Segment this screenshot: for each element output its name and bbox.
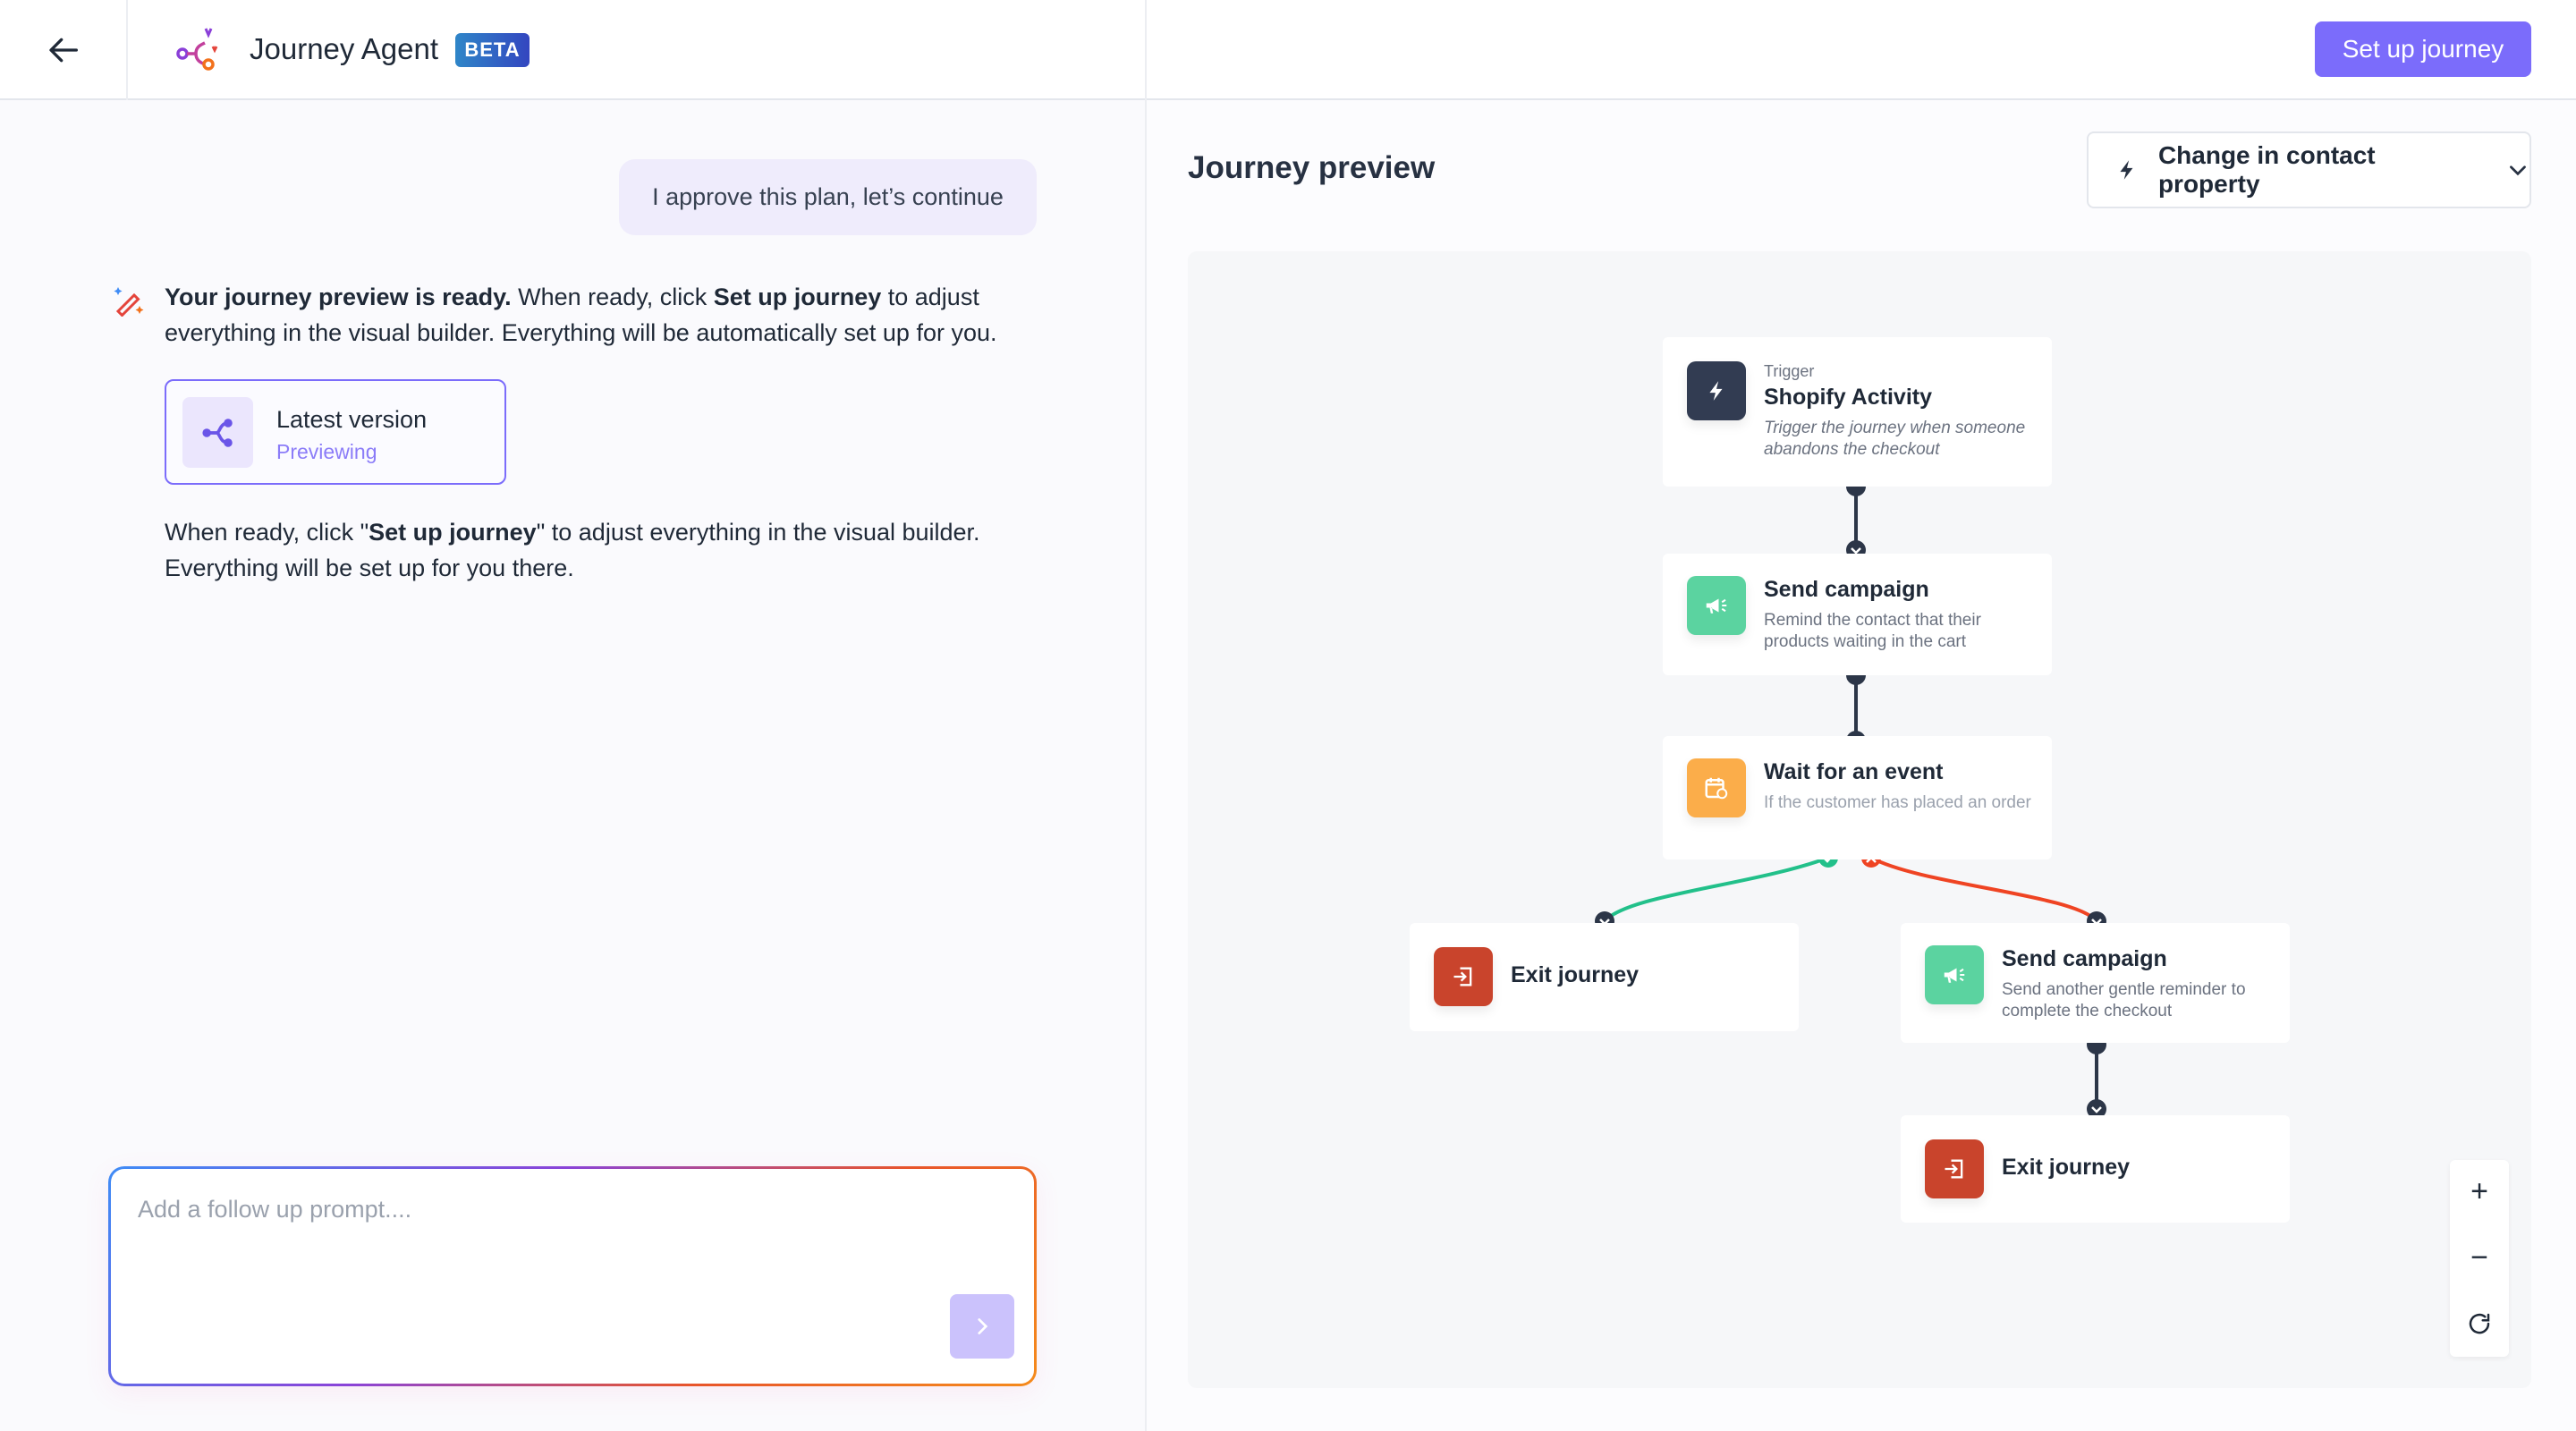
latest-version-card[interactable]: Latest version Previewing <box>165 379 506 485</box>
node-send-campaign-2[interactable]: Send campaign Send another gentle remind… <box>1901 923 2290 1043</box>
refresh-icon <box>2469 1313 2490 1334</box>
ai-message-setup-ref: Set up journey <box>713 284 882 310</box>
node-desc: Send another gentle reminder to complete… <box>2002 980 2246 1020</box>
reset-view-button[interactable] <box>2450 1294 2509 1353</box>
node-desc: If the customer has placed an order <box>1764 793 2031 812</box>
chevron-right-icon <box>978 1318 988 1334</box>
ai-message-text: to adjust everything in the visual build… <box>165 284 997 346</box>
back-button[interactable] <box>47 32 82 72</box>
top-bar <box>0 0 2576 100</box>
chevron-down-icon <box>2510 165 2526 176</box>
arrow-left-icon <box>49 38 79 63</box>
node-title: Wait for an event <box>1764 759 1944 784</box>
lightning-icon <box>1687 361 1746 420</box>
followup-message: When ready, click "Set up journey" to ad… <box>165 514 1059 586</box>
yes-branch-line <box>1603 856 1829 923</box>
megaphone-icon <box>1687 576 1746 635</box>
node-exit-journey[interactable]: Exit journey <box>1410 923 1799 1031</box>
trigger-select[interactable]: Change in contact property <box>2087 131 2531 208</box>
node-title: Exit journey <box>2002 1155 2131 1180</box>
journey-agent-logo <box>175 27 224 78</box>
node-title: Send campaign <box>1764 577 1929 602</box>
no-branch-line <box>1870 856 2098 923</box>
exit-icon <box>1434 947 1493 1006</box>
node-exit-journey-2[interactable]: Exit journey <box>1901 1115 2290 1223</box>
node-desc: Trigger the journey when someone abandon… <box>1764 419 2026 459</box>
zoom-in-button[interactable]: + <box>2470 1173 2488 1208</box>
node-desc: Remind the contact that their products w… <box>1764 611 1981 651</box>
beta-badge: BETA <box>455 33 530 67</box>
followup-setup-ref: Set up journey <box>369 519 537 546</box>
send-button[interactable] <box>950 1294 1014 1359</box>
trigger-select-value: Change in contact property <box>2157 141 2376 198</box>
node-title: Exit journey <box>1511 962 1640 987</box>
node-title: Send campaign <box>2002 946 2167 971</box>
divider <box>126 0 128 100</box>
ai-message: Your journey preview is ready. When read… <box>165 279 1059 351</box>
journey-icon <box>182 397 253 468</box>
ai-message-bold: Your journey preview is ready. <box>165 284 512 310</box>
journey-canvas[interactable]: Trigger Shopify Activity Trigger the jou… <box>1188 251 2531 1388</box>
exit-icon <box>1925 1139 1984 1198</box>
megaphone-icon <box>1925 945 1984 1004</box>
node-title: Shopify Activity <box>1764 385 1932 410</box>
node-send-campaign[interactable]: Send campaign Remind the contact that th… <box>1663 554 2052 675</box>
prompt-box <box>108 1166 1037 1386</box>
user-message: I approve this plan, let’s continue <box>619 159 1037 235</box>
panel-divider <box>1145 0 1147 1431</box>
calendar-clock-icon <box>1687 758 1746 817</box>
set-up-journey-button[interactable]: Set up journey <box>2315 21 2531 77</box>
zoom-out-button[interactable]: − <box>2470 1240 2488 1274</box>
node-trigger[interactable]: Trigger Shopify Activity Trigger the jou… <box>1663 337 2052 487</box>
version-status: Previewing <box>276 440 377 463</box>
zoom-controls: + − <box>2450 1160 2509 1357</box>
version-title: Latest version <box>276 406 428 433</box>
preview-title: Journey preview <box>1188 150 1436 185</box>
ai-message-text: When ready, click <box>511 284 714 310</box>
ai-sparkle-icon <box>113 284 145 321</box>
app-title: Journey Agent <box>250 32 438 65</box>
followup-text: " to adjust everything in the visual bui… <box>165 519 980 581</box>
node-wait-event[interactable]: Wait for an event If the customer has pl… <box>1663 736 2052 859</box>
node-kind: Trigger <box>1764 362 1815 380</box>
lightning-icon <box>2120 160 2133 180</box>
followup-text: When ready, click " <box>165 519 369 546</box>
follow-up-prompt-input[interactable] <box>138 1196 943 1224</box>
